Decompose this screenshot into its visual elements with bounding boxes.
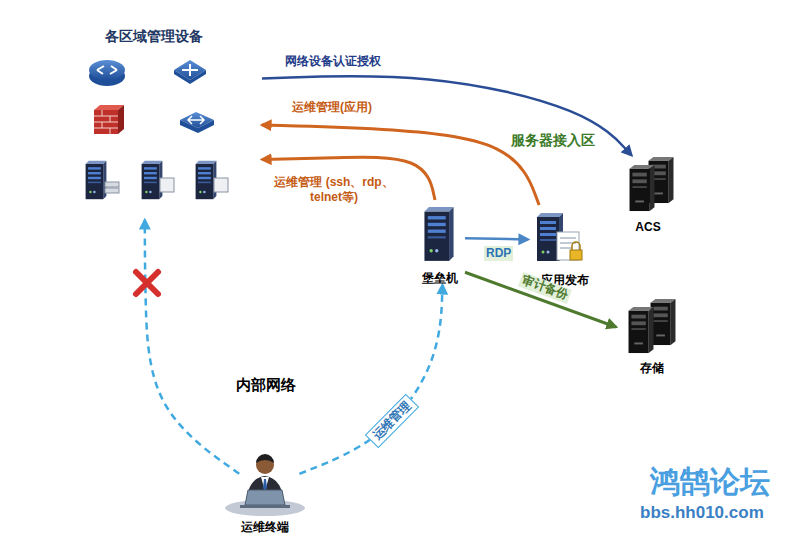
connector-arrow	[262, 76, 632, 155]
connector-label: 网络设备认证授权	[283, 54, 383, 69]
router-icon	[89, 60, 125, 86]
dashed-connector	[145, 220, 239, 474]
firewall-icon-part	[94, 110, 118, 134]
watermark-logo: 鸿鹄论坛	[650, 462, 770, 503]
device-node: 存储	[612, 295, 692, 375]
bastion-server-icon	[424, 207, 453, 261]
node-label: 存储	[640, 361, 664, 375]
server-icon-part	[214, 178, 228, 192]
router-icon-part	[89, 60, 125, 80]
zone-fill	[400, 122, 706, 390]
node-label: 运维终端	[241, 520, 289, 534]
operator-icon-part	[245, 490, 285, 505]
zone-fill	[45, 18, 262, 220]
server-icon-part	[105, 182, 119, 187]
server-icon-part	[160, 178, 174, 192]
operator-icon-part	[240, 505, 290, 508]
firewall-icon	[94, 105, 124, 134]
zone-title: 各区域管理设备	[105, 28, 203, 45]
switch-icon-part	[180, 120, 214, 133]
watermark-url: bbs.hh010.com	[640, 503, 764, 523]
network-cloud: 内部网络	[185, 338, 347, 432]
connector-arrow	[465, 238, 528, 239]
app-server-icon-part	[570, 250, 582, 260]
server-icon-part	[86, 161, 107, 199]
acs-server-icon-part	[630, 165, 655, 211]
connector-label: 运维管理(应用)	[290, 100, 374, 115]
bastion-server-icon-part	[424, 207, 453, 261]
zone-background	[45, 18, 262, 220]
server-icon-part	[196, 161, 217, 199]
server-icon-part	[142, 161, 163, 199]
connector-arrow	[262, 125, 539, 205]
zone-panel: 各区域管理设备	[45, 18, 262, 220]
device-node: 应用发布	[528, 205, 602, 287]
storage-server-icon	[629, 299, 676, 353]
firewall-icon-part	[94, 110, 118, 134]
connector-label: 运维管理 (ssh、rdp、telnet等)	[266, 175, 402, 205]
zone-background	[400, 122, 706, 390]
storage-server-icon-part	[651, 299, 676, 345]
blocked-cross	[136, 272, 158, 294]
connector-label: 运维管理	[365, 394, 419, 449]
switch-icon-part	[188, 116, 204, 124]
zone-title: 服务器接入区	[511, 132, 595, 149]
app-server-icon	[537, 213, 582, 261]
node-label: ACS	[635, 220, 660, 234]
device-node: 堡垒机	[415, 200, 465, 285]
connector-arrow	[465, 272, 616, 327]
node-label: 内部网络	[236, 376, 296, 394]
device-node: ACS	[615, 152, 681, 234]
blocked-cross-part	[136, 272, 158, 294]
server-icon-part	[105, 188, 119, 193]
app-server-icon-part	[572, 242, 580, 250]
operator-icon	[225, 454, 305, 516]
router-icon-part	[97, 66, 117, 74]
zone-panel: 服务器接入区堡垒机 应用发布 ACS 存储	[400, 122, 706, 390]
dashed-connector	[299, 285, 442, 474]
firewall-icon-part	[118, 105, 124, 134]
switch-icon-part	[182, 64, 198, 76]
operator-icon-part	[261, 477, 269, 491]
connector-label: RDP	[484, 246, 513, 261]
acs-server-icon	[630, 157, 674, 211]
storage-server-icon-part	[629, 307, 654, 353]
operator-icon-part	[263, 479, 267, 491]
switch-icon	[174, 60, 206, 84]
node-label: 堡垒机	[422, 271, 458, 285]
cloud-outline	[195, 348, 338, 427]
switch-icon	[180, 112, 214, 133]
operator-icon-part	[246, 476, 284, 506]
operator-icon-part	[256, 454, 274, 463]
server-icon	[86, 161, 228, 199]
device-node: 运维终端	[222, 448, 308, 534]
